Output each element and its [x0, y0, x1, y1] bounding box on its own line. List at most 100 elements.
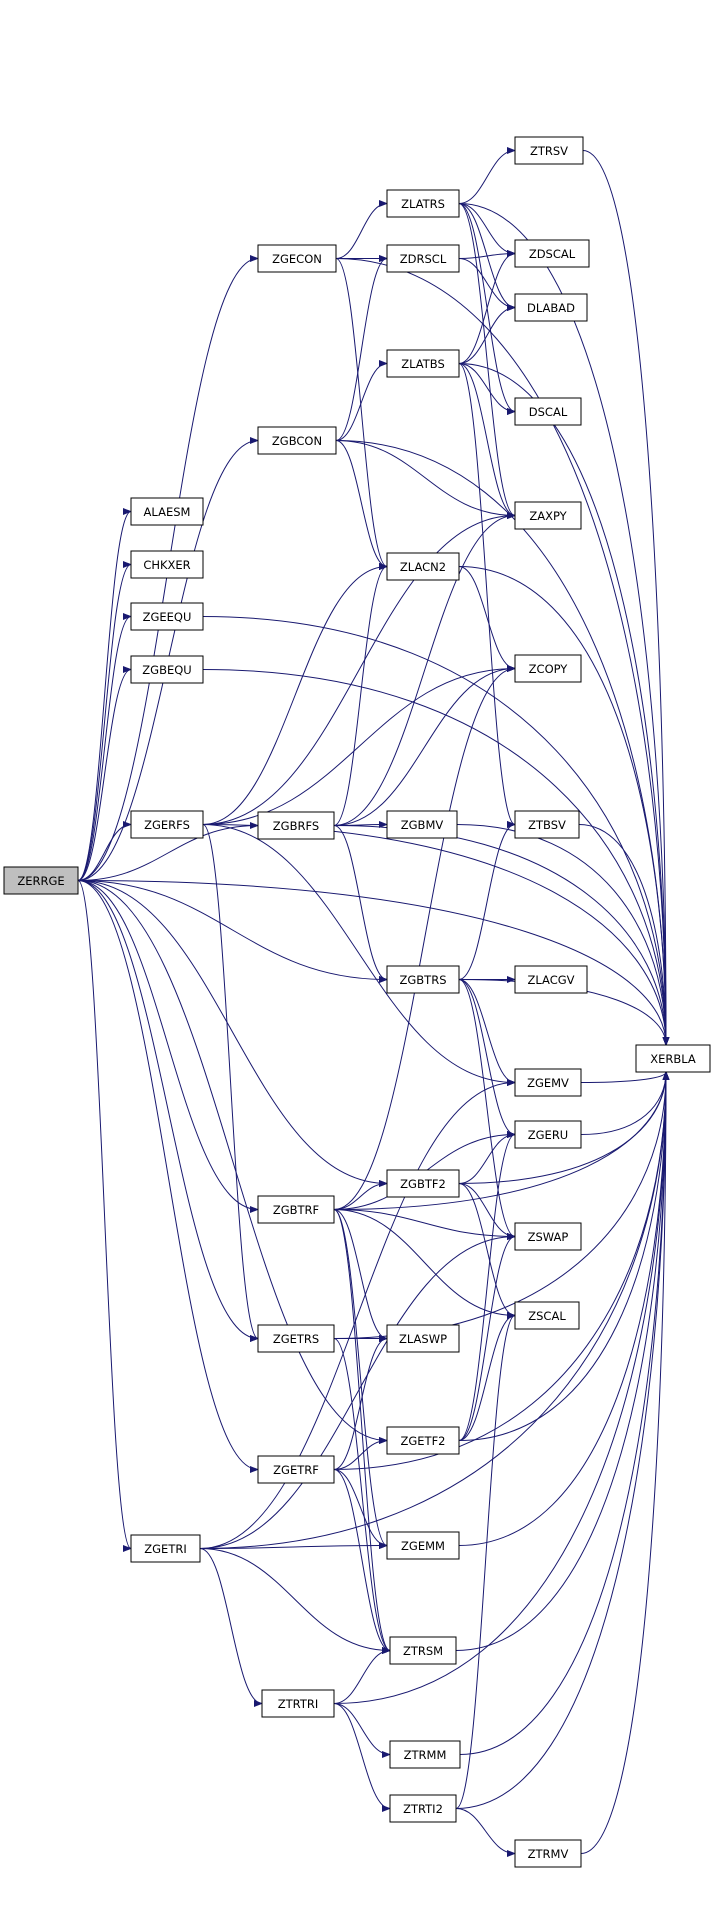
node-box-ztrti2 [389, 1794, 457, 1823]
edge-zerrge-to-zgetf2 [77, 880, 388, 1444]
node-ztrsv[interactable]: ZTRSV [514, 136, 584, 165]
edge-zlatrs-to-ztrsv [458, 147, 516, 204]
node-zerrge[interactable]: ZERRGE [3, 866, 79, 895]
node-box-zgemm [386, 1531, 460, 1560]
node-label-zgbtrs: ZGBTRS [400, 973, 447, 987]
node-label-chkxer: CHKXER [143, 558, 190, 572]
node-label-zaxpy: ZAXPY [529, 509, 567, 523]
node-label-zgeru: ZGERU [528, 1128, 568, 1142]
node-box-dscal [514, 397, 582, 426]
node-zgbcon[interactable]: ZGBCON [257, 426, 337, 455]
node-label-zswap: ZSWAP [528, 1230, 569, 1244]
edge-zerrge-to-zgetrf [77, 880, 259, 1473]
node-ztrsm[interactable]: ZTRSM [389, 1636, 457, 1665]
node-alaesm[interactable]: ALAESM [130, 497, 204, 526]
edge-zerrge-to-zgbtrf [77, 880, 259, 1213]
edge-zerrge-to-alaesm [77, 508, 132, 881]
node-box-zswap [514, 1222, 582, 1251]
edge-zgetf2-to-zgeru [458, 1131, 516, 1441]
node-zlatrs[interactable]: ZLATRS [386, 189, 460, 218]
node-label-zgbrfs: ZGBRFS [273, 819, 319, 833]
node-zlatbs[interactable]: ZLATBS [386, 349, 460, 378]
edge-zgerfs-to-zlacn2 [202, 563, 388, 825]
node-box-zgetrf [257, 1455, 335, 1484]
node-label-xerbla: XERBLA [650, 1052, 696, 1066]
node-label-ztbsv: ZTBSV [528, 818, 566, 832]
node-zgerfs[interactable]: ZGERFS [130, 810, 204, 839]
edge-zgbtrf-to-zgemm [333, 1209, 388, 1549]
node-dlabad[interactable]: DLABAD [514, 293, 588, 322]
node-box-alaesm [130, 497, 204, 526]
node-ztrmm[interactable]: ZTRMM [389, 1740, 461, 1769]
edge-ztrti2-to-xerbla [455, 1071, 670, 1809]
node-zlaswp[interactable]: ZLASWP [386, 1324, 460, 1353]
node-zgbtrf[interactable]: ZGBTRF [257, 1195, 335, 1224]
edge-zgecon-to-zlacn2 [335, 258, 388, 570]
edge-zgerfs-to-zaxpy [202, 512, 516, 825]
node-zgetf2[interactable]: ZGETF2 [386, 1426, 460, 1455]
node-zgemv[interactable]: ZGEMV [514, 1068, 582, 1097]
node-box-zgeequ [130, 602, 204, 631]
edge-zlatrs-to-zdscal [458, 203, 516, 257]
edge-zgbrfs-to-zlacn2 [333, 563, 388, 826]
edge-zgetri-to-xerbla [199, 1071, 670, 1549]
edge-zgbcon-to-zaxpy [335, 440, 516, 519]
node-zaxpy[interactable]: ZAXPY [514, 501, 582, 530]
node-box-zlatbs [386, 349, 460, 378]
node-xerbla[interactable]: XERBLA [635, 1044, 711, 1073]
edge-zgetrf-to-zlaswp [333, 1335, 388, 1470]
node-zlacn2[interactable]: ZLACN2 [386, 552, 460, 581]
edge-ztrtri-to-ztrsm [333, 1647, 391, 1704]
node-label-zerrge: ZERRGE [17, 874, 64, 888]
edge-zlatbs-to-xerbla [458, 363, 670, 1046]
node-zgemm[interactable]: ZGEMM [386, 1531, 460, 1560]
node-zcopy[interactable]: ZCOPY [514, 654, 582, 683]
node-zdrscl[interactable]: ZDRSCL [386, 244, 460, 273]
edge-zlatbs-to-ztbsv [458, 363, 516, 828]
edge-zgbcon-to-zlatbs [335, 360, 388, 441]
node-label-zgbtf2: ZGBTF2 [400, 1177, 446, 1191]
node-ztrmv[interactable]: ZTRMV [514, 1839, 582, 1868]
edge-zgbtrs-to-zgemv [458, 979, 516, 1086]
node-box-zlaswp [386, 1324, 460, 1353]
node-label-zlatrs: ZLATRS [401, 197, 445, 211]
edge-zgbtrf-to-zscal [333, 1209, 516, 1319]
node-zgbequ[interactable]: ZGBEQU [130, 655, 204, 684]
node-zswap[interactable]: ZSWAP [514, 1222, 582, 1251]
node-dscal[interactable]: DSCAL [514, 397, 582, 426]
node-zgbmv[interactable]: ZGBMV [386, 810, 458, 839]
node-zscal[interactable]: ZSCAL [514, 1301, 580, 1330]
node-zgbtf2[interactable]: ZGBTF2 [386, 1169, 460, 1198]
node-zgetrs[interactable]: ZGETRS [257, 1324, 335, 1353]
node-zgeequ[interactable]: ZGEEQU [130, 602, 204, 631]
node-ztrti2[interactable]: ZTRTI2 [389, 1794, 457, 1823]
edge-ztrti2-to-zscal [455, 1312, 516, 1809]
node-label-ztrmv: ZTRMV [528, 1847, 569, 1861]
edge-zgerfs-to-zcopy [202, 665, 516, 825]
node-label-zscal: ZSCAL [528, 1309, 566, 1323]
node-box-zgbtrf [257, 1195, 335, 1224]
node-zgetrf[interactable]: ZGETRF [257, 1455, 335, 1484]
node-chkxer[interactable]: CHKXER [130, 550, 204, 579]
node-zgetri[interactable]: ZGETRI [130, 1534, 201, 1563]
node-zdscal[interactable]: ZDSCAL [514, 239, 590, 268]
edge-zgbtf2-to-zgeru [458, 1131, 516, 1184]
node-zgbrfs[interactable]: ZGBRFS [257, 811, 335, 840]
edge-zgbtrf-to-ztrsm [333, 1209, 391, 1654]
edge-ztrmv-to-xerbla [580, 1071, 670, 1854]
node-ztbsv[interactable]: ZTBSV [514, 810, 580, 839]
edge-zlatrs-to-zaxpy [458, 203, 516, 519]
edge-zerrge-to-xerbla [77, 880, 670, 1046]
node-ztrtri[interactable]: ZTRTRI [261, 1689, 335, 1718]
node-zgecon[interactable]: ZGECON [257, 244, 337, 273]
edge-ztrtri-to-ztrti2 [333, 1703, 391, 1812]
node-label-zdrscl: ZDRSCL [400, 252, 447, 266]
edge-zgbtf2-to-zswap [458, 1183, 516, 1240]
node-zlacgv[interactable]: ZLACGV [514, 965, 588, 994]
node-label-zgemv: ZGEMV [527, 1076, 569, 1090]
node-box-ztrmv [514, 1839, 582, 1868]
node-zgbtrs[interactable]: ZGBTRS [386, 965, 460, 994]
edge-zerrge-to-zgbequ [77, 666, 132, 881]
node-zgeru[interactable]: ZGERU [514, 1120, 582, 1149]
node-box-zgeru [514, 1120, 582, 1149]
